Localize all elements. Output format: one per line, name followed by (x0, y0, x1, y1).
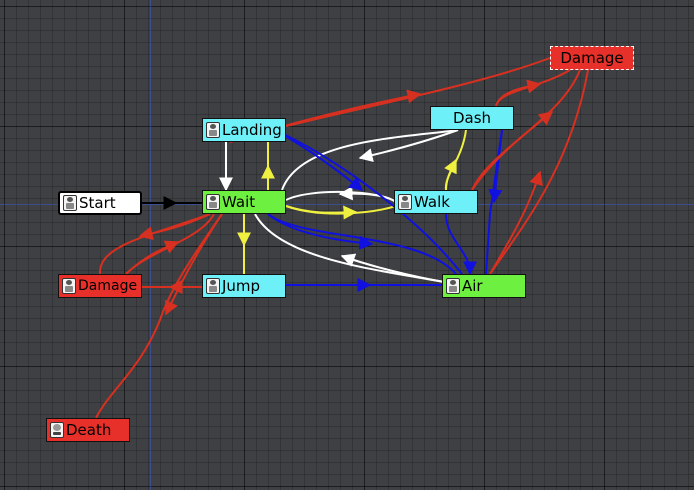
edge-dash-wait (281, 129, 459, 191)
node-dash-label: Dash (452, 109, 492, 127)
edge-wait-death (95, 213, 223, 419)
node-wait[interactable]: Wait (202, 190, 286, 214)
node-damage-left[interactable]: Damage (58, 274, 142, 298)
guide-line-horizontal (0, 204, 694, 205)
actor-icon (398, 194, 412, 210)
node-start[interactable]: Start (58, 191, 142, 215)
node-air[interactable]: Air (442, 274, 526, 298)
node-death-label: Death (66, 421, 112, 439)
node-landing-label: Landing (222, 121, 282, 139)
actor-icon (62, 278, 76, 294)
actor-icon (63, 195, 77, 211)
skull-icon (50, 422, 64, 438)
actor-icon (446, 278, 460, 294)
node-death[interactable]: Death (46, 418, 130, 442)
actor-icon (206, 122, 220, 138)
node-landing[interactable]: Landing (202, 118, 286, 142)
node-jump-label: Jump (222, 277, 261, 295)
node-damage-left-label: Damage (78, 278, 138, 294)
node-dash[interactable]: Dash (430, 106, 514, 130)
node-walk[interactable]: Walk (394, 190, 478, 214)
node-air-label: Air (462, 277, 483, 295)
edge-walk-air (445, 213, 477, 276)
actor-icon (206, 194, 220, 210)
edge-wait-damage-left-a (98, 213, 211, 275)
node-damage-top[interactable]: Damage (550, 46, 634, 70)
edge-landing-air (274, 129, 463, 275)
edge-wait-air (267, 213, 457, 275)
node-start-label: Start (79, 194, 116, 212)
node-damage-top-label: Damage (560, 49, 624, 67)
node-walk-label: Walk (414, 193, 450, 211)
edge-air-damage-top (489, 69, 589, 275)
edge-dash-damage-top (495, 69, 571, 107)
node-wait-label: Wait (222, 193, 256, 211)
node-jump[interactable]: Jump (202, 274, 286, 298)
actor-icon (206, 278, 220, 294)
guide-line-vertical (150, 0, 151, 490)
